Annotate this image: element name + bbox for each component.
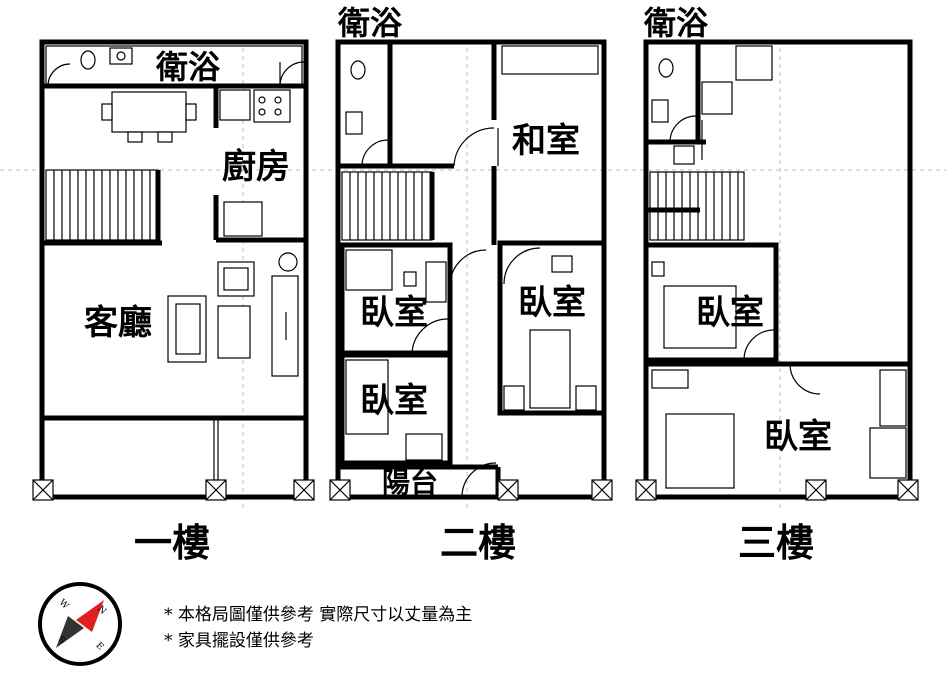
f2-bedroom-left-bottom-label: 臥室 (360, 381, 428, 421)
f3-bedroom-large-label: 臥室 (764, 417, 832, 457)
note-line-1: * 本格局圖僅供參考 實際尺寸以丈量為主 (164, 605, 472, 625)
floor-1-plan (32, 39, 315, 501)
compass-s: S (56, 635, 67, 646)
f1-bath-label: 衛浴 (155, 48, 221, 86)
floor-3-plan (635, 39, 919, 501)
compass-needle-north (76, 600, 104, 632)
compass-needle-south (56, 616, 84, 648)
floor-labels: 一樓 二樓 三樓 (134, 520, 814, 565)
f3-bath-label: 衛浴 (643, 4, 709, 42)
floor-1-label: 一樓 (134, 520, 210, 565)
compass-e: E (94, 641, 106, 653)
floor-3-label: 三樓 (738, 520, 814, 565)
note-line-2: * 家具擺設僅供參考 (164, 631, 314, 651)
f2-washitsu-label: 和室 (512, 121, 580, 161)
notes: * 本格局圖僅供參考 實際尺寸以丈量為主 * 家具擺設僅供參考 (164, 605, 472, 651)
f2-balcony-label: 陽台 (382, 466, 438, 499)
floor-2-plan (329, 39, 613, 501)
room-labels: 衛浴 廚房 客廳 衛浴 和室 臥室 臥室 臥室 陽台 衛浴 臥室 臥室 (84, 4, 832, 499)
f1-living-label: 客廳 (84, 303, 152, 343)
f2-bedroom-left-top-label: 臥室 (360, 293, 428, 333)
f3-bedroom-small-label: 臥室 (696, 293, 764, 333)
f1-kitchen-label: 廚房 (222, 147, 290, 187)
floor-2-label: 二樓 (440, 520, 516, 565)
f2-bedroom-right-label: 臥室 (518, 283, 586, 323)
f2-bath-label: 衛浴 (337, 4, 403, 42)
compass: N S W E (38, 582, 122, 666)
